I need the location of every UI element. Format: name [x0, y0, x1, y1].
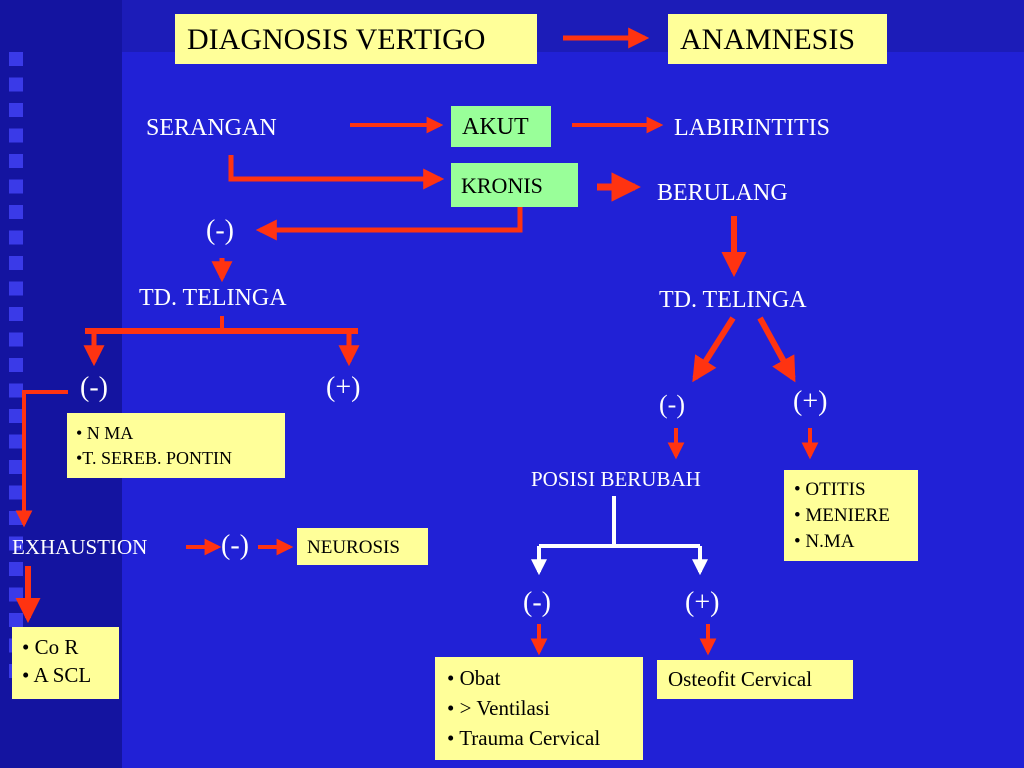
- decor-square: [9, 562, 23, 576]
- labirintitis-label: LABIRINTITIS: [674, 115, 830, 141]
- akut-box: AKUT: [451, 106, 551, 147]
- nma-list: • N MA •T. SEREB. PONTIN: [76, 424, 285, 467]
- posisi-label: POSISI BERUBAH: [531, 467, 701, 491]
- decor-square: [9, 409, 23, 423]
- otitis-box: • OTITIS • MENIERE • N.MA: [784, 470, 918, 561]
- exhaustion-label: EXHAUSTION: [12, 535, 148, 559]
- cor-list: • Co R • A SCL: [22, 637, 119, 686]
- right-neg-label: (-): [659, 390, 685, 419]
- decor-square: [9, 154, 23, 168]
- decor-square: [9, 332, 23, 347]
- right-pos-label: (+): [793, 386, 828, 417]
- decor-square: [9, 256, 23, 270]
- posisi-pos-label: (+): [685, 587, 720, 618]
- kronis-text: KRONIS: [461, 173, 543, 198]
- neurosis-box: NEUROSIS: [297, 528, 428, 565]
- decor-square: [9, 307, 23, 321]
- arrow-tdtelinga-pos: [757, 316, 796, 383]
- decor-square: [9, 460, 23, 474]
- obat-item: • Obat: [447, 666, 501, 690]
- decor-square: [9, 383, 23, 398]
- otitis-item: • MENIERE: [794, 505, 890, 526]
- neurosis-text: NEUROSIS: [307, 537, 400, 558]
- decor-square: [9, 77, 23, 92]
- left-neg-label: (-): [80, 372, 108, 403]
- title-text: DIAGNOSIS VERTIGO: [187, 23, 486, 56]
- decor-square: [9, 205, 23, 219]
- obat-item: • > Ventilasi: [447, 696, 550, 720]
- decor-square: [9, 52, 23, 66]
- kronis-box: KRONIS: [451, 163, 578, 207]
- cor-box: • Co R • A SCL: [12, 627, 119, 699]
- otitis-item: • N.MA: [794, 531, 855, 552]
- arrow-neg-exhaustion: [15, 390, 68, 528]
- nma-box: • N MA •T. SEREB. PONTIN: [67, 413, 285, 478]
- decor-square: [9, 485, 23, 500]
- obat-box: • Obat • > Ventilasi • Trauma Cervical: [435, 657, 643, 760]
- neg-top-label: (-): [206, 215, 234, 246]
- anamnesis-text: ANAMNESIS: [680, 23, 856, 56]
- arrow-kronis-neg: [255, 206, 523, 241]
- decor-square: [9, 103, 23, 117]
- cor-item: • Co R: [22, 635, 79, 659]
- nma-item: • N MA: [76, 423, 134, 443]
- decor-square: [9, 128, 23, 143]
- title-box: DIAGNOSIS VERTIGO: [175, 14, 537, 64]
- otitis-list: • OTITIS • MENIERE • N.MA: [794, 480, 918, 551]
- osteofit-text: Osteofit Cervical: [668, 667, 813, 691]
- osteofit-box: Osteofit Cervical: [657, 660, 853, 699]
- arrow-serangan-kronis: [228, 155, 445, 190]
- decor-square: [9, 230, 23, 245]
- decor-square: [9, 281, 23, 296]
- obat-list: • Obat • > Ventilasi • Trauma Cervical: [447, 668, 643, 749]
- berulang-label: BERULANG: [657, 180, 788, 206]
- obat-item: • Trauma Cervical: [447, 726, 601, 750]
- left-pos-label: (+): [326, 372, 361, 403]
- anamnesis-box: ANAMNESIS: [668, 14, 887, 64]
- posisi-neg-label: (-): [523, 587, 551, 618]
- akut-text: AKUT: [462, 114, 529, 140]
- decor-square: [9, 358, 23, 372]
- td-telinga-right: TD. TELINGA: [659, 287, 807, 313]
- exhaustion-neg-label: (-): [221, 530, 249, 561]
- otitis-item: • OTITIS: [794, 479, 866, 500]
- arrow-tdtelinga-neg: [692, 316, 736, 383]
- nma-item: •T. SEREB. PONTIN: [76, 448, 232, 468]
- decor-square: [9, 536, 23, 551]
- serangan-label: SERANGAN: [146, 115, 277, 141]
- cor-item: • A SCL: [22, 663, 92, 687]
- td-telinga-left: TD. TELINGA: [139, 285, 287, 311]
- decor-square: [9, 434, 23, 449]
- decor-square: [9, 179, 23, 194]
